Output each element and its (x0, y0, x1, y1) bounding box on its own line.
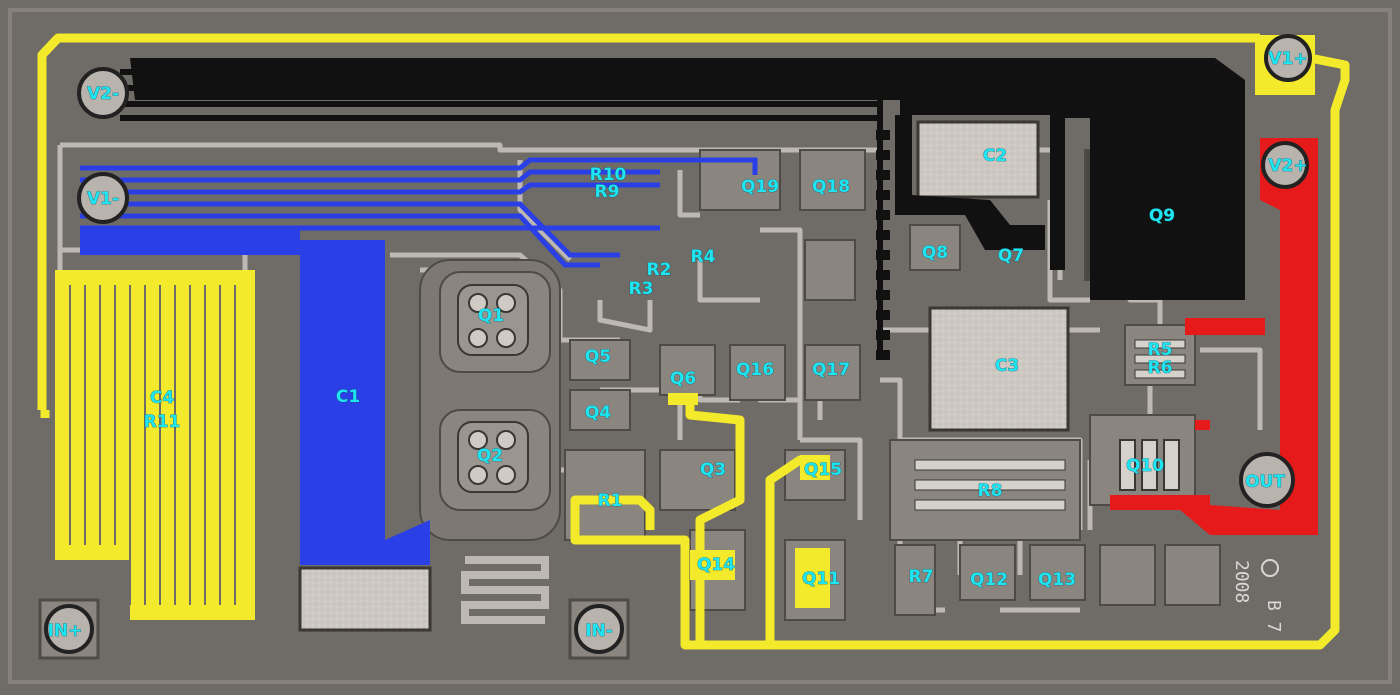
pin-label-v2minus: V2- (87, 84, 119, 104)
label-r11: R11 (144, 412, 181, 432)
die-marking: 2008 B 7 (1231, 559, 1284, 633)
label-q9: Q9 (1149, 206, 1175, 226)
bond-pads (38, 34, 1312, 660)
label-q13: Q13 (1038, 570, 1076, 590)
label-c4: C4 (150, 388, 174, 408)
label-c3: C3 (995, 356, 1019, 376)
label-r1: R1 (598, 491, 623, 511)
pin-label-in-minus: IN- (585, 621, 613, 641)
label-q5: Q5 (585, 347, 611, 367)
label-q14: Q14 (697, 555, 735, 575)
r8-resistor (914, 459, 1066, 511)
q1-cell (457, 284, 529, 356)
label-q10: Q10 (1126, 456, 1164, 476)
label-r6: R6 (1148, 358, 1173, 378)
pin-label-out: OUT (1245, 472, 1285, 492)
pin-label-v1plus: V1+ (1268, 49, 1307, 69)
label-q1: Q1 (478, 306, 504, 326)
label-r3: R3 (629, 279, 654, 299)
component-labels: C1 C2 C3 C4 R11 R1 R2 R3 R4 R5 R6 R7 R8 … (143, 146, 1173, 588)
label-q4: Q4 (585, 403, 611, 423)
label-r4: R4 (691, 247, 716, 267)
label-r7: R7 (909, 567, 934, 587)
label-q3: Q3 (700, 460, 726, 480)
label-r5: R5 (1148, 340, 1173, 360)
label-q8: Q8 (922, 243, 948, 263)
label-q18: Q18 (812, 177, 850, 197)
c4-r11-meander (55, 270, 255, 620)
q10-device (1119, 439, 1180, 491)
capacitor-plates (298, 120, 1070, 632)
label-c2: C2 (983, 146, 1007, 166)
die-year-marking: 2008 (1231, 560, 1252, 603)
r5-r6-resistors (1134, 339, 1186, 379)
label-q19: Q19 (741, 177, 779, 197)
label-q6: Q6 (670, 369, 696, 389)
die-frame (8, 8, 1392, 684)
pin-label-in-plus: IN+ (48, 621, 83, 641)
label-c1: C1 (336, 387, 360, 407)
blue-metal-v1minus (80, 157, 758, 565)
pin-labels: V2- V1- V1+ V2+ OUT IN+ IN- (47, 49, 1308, 642)
serpentine-resistor (461, 556, 549, 624)
label-q16: Q16 (736, 360, 774, 380)
pin-label-v2plus: V2+ (1268, 156, 1307, 176)
transistor-labels: Q1 Q2 Q3 Q4 Q5 Q6 Q7 Q8 Q9 Q10 Q11 Q12 Q… (477, 177, 1176, 591)
label-r9: R9 (595, 182, 620, 202)
die-rev-marking: B 7 (1263, 600, 1284, 633)
pin-label-v1minus: V1- (87, 189, 119, 209)
label-q17: Q17 (812, 360, 850, 380)
label-r10: R10 (590, 165, 627, 185)
label-q7: Q7 (998, 246, 1024, 266)
q2-cell (457, 421, 529, 493)
label-q2: Q2 (477, 446, 503, 466)
yellow-device-patches (668, 393, 830, 608)
label-r2: R2 (647, 260, 672, 280)
black-metal-v2minus (120, 58, 1245, 360)
label-q15: Q15 (804, 460, 842, 480)
label-r8: R8 (978, 481, 1003, 501)
label-q11: Q11 (802, 569, 840, 589)
label-q12: Q12 (970, 570, 1008, 590)
